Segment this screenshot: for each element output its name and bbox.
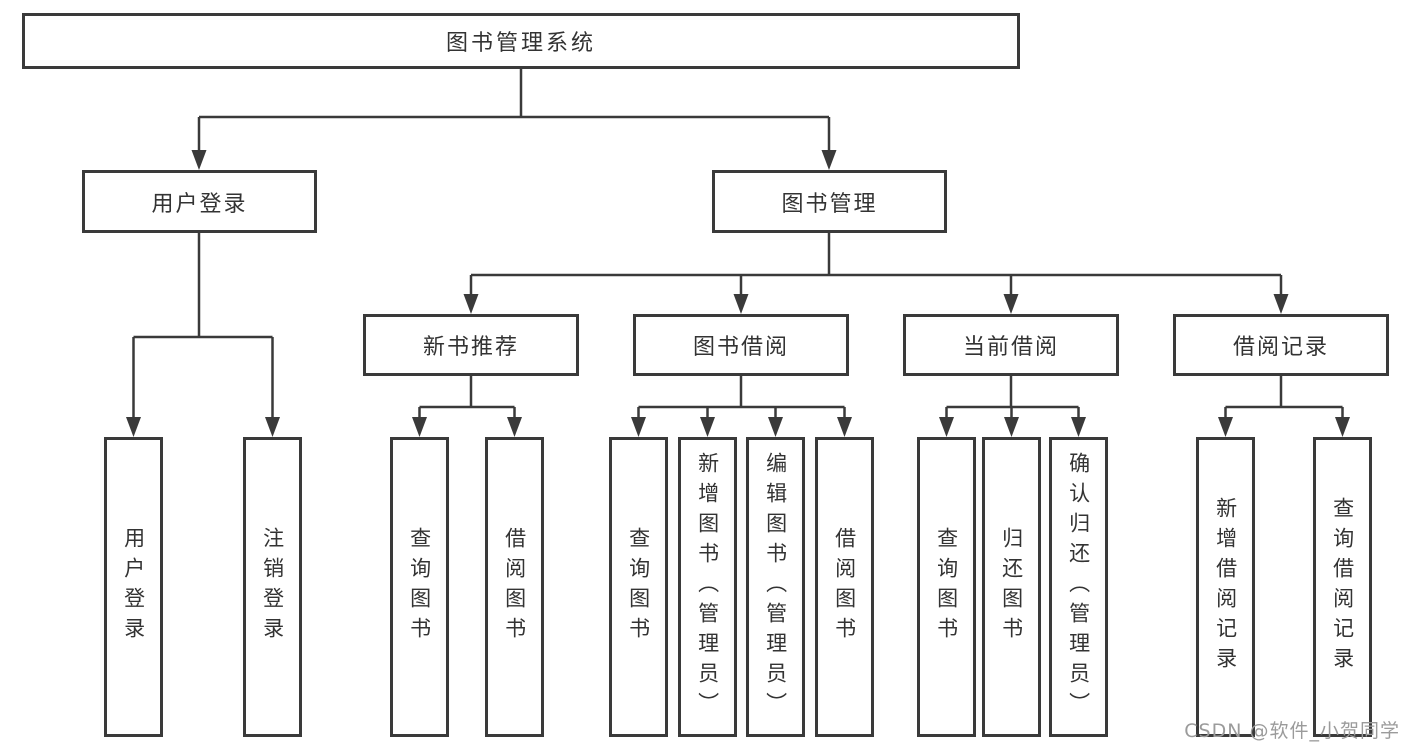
leaf-recommend-borrow-books-label: 借阅图书 [502,527,527,647]
arrow-down-icon [1273,294,1289,314]
leaf-confirm-return-admin-label: 确认归还（管理员） [1066,452,1091,722]
leaf-borrow-books-label: 借阅图书 [832,527,857,647]
node-root: 图书管理系统 [22,13,1020,69]
leaf-query-borrow-record-label: 查询借阅记录 [1330,497,1355,677]
node-user-login: 用户登录 [82,170,317,233]
arrow-down-icon [1003,294,1019,314]
arrow-down-icon [126,417,141,437]
leaf-recommend-borrow-books: 借阅图书 [485,437,544,737]
leaf-add-books-admin-label: 新增图书（管理员） [695,452,720,722]
edge-userlogin-to-leaves [132,233,274,419]
leaf-add-borrow-record: 新增借阅记录 [1196,437,1255,737]
node-book-management: 图书管理 [712,170,947,233]
leaf-return-books: 归还图书 [982,437,1041,737]
leaf-borrow-query-books-label: 查询图书 [626,527,651,647]
arrow-down-icon [1218,417,1233,437]
node-user-login-label: 用户登录 [151,191,248,217]
arrow-down-icon [1004,417,1019,437]
leaf-logout-label: 注销登录 [260,527,285,647]
node-borrow-records-label: 借阅记录 [1232,335,1329,360]
node-borrow-records: 借阅记录 [1173,314,1389,376]
leaf-borrow-books: 借阅图书 [815,437,874,737]
leaf-logout: 注销登录 [243,437,302,737]
arrow-down-icon [412,417,427,437]
node-new-book-recommend: 新书推荐 [363,314,579,376]
arrow-down-icon [507,417,522,437]
node-new-book-recommend-label: 新书推荐 [422,335,519,360]
arrow-down-icon [768,417,783,437]
node-current-borrow-label: 当前借阅 [962,335,1059,360]
arrow-down-icon [463,294,479,314]
node-book-borrow-label: 图书借阅 [692,335,789,360]
edge-newbookrec-to-leaves [418,376,516,419]
edge-bookmgmt-to-level3 [469,233,1283,296]
leaf-current-query-books: 查询图书 [917,437,976,737]
leaf-recommend-query-books-label: 查询图书 [407,527,432,647]
edge-borrowrecords-to-leaves [1224,376,1344,419]
leaf-current-query-books-label: 查询图书 [934,527,959,647]
node-current-borrow: 当前借阅 [903,314,1119,376]
arrow-down-icon [265,417,280,437]
watermark: CSDN @软件_小贺同学 [1184,720,1400,742]
node-book-borrow: 图书借阅 [633,314,849,376]
leaf-edit-books-admin: 编辑图书（管理员） [746,437,805,737]
node-root-label: 图书管理系统 [445,31,596,56]
arrow-down-icon [837,417,852,437]
leaf-return-books-label: 归还图书 [999,527,1024,647]
edge-bookborrow-to-leaves [637,376,846,419]
arrow-down-icon [733,294,749,314]
leaf-borrow-query-books: 查询图书 [609,437,668,737]
arrow-down-icon [939,417,954,437]
arrow-down-icon [1335,417,1350,437]
arrow-down-icon [1071,417,1086,437]
arrow-down-icon [631,417,646,437]
leaf-edit-books-admin-label: 编辑图书（管理员） [763,452,788,722]
leaf-add-borrow-record-label: 新增借阅记录 [1213,497,1238,677]
edge-root-to-level2 [197,69,831,152]
node-book-management-label: 图书管理 [781,191,878,217]
arrow-down-icon [821,150,837,170]
edge-currentborrow-to-leaves [945,376,1080,419]
leaf-add-books-admin: 新增图书（管理员） [678,437,737,737]
leaf-query-borrow-record: 查询借阅记录 [1313,437,1372,737]
arrow-down-icon [191,150,207,170]
arrow-down-icon [700,417,715,437]
leaf-user-login-label: 用户登录 [121,527,146,647]
arrowheads [126,150,1350,437]
leaf-user-login: 用户登录 [104,437,163,737]
leaf-confirm-return-admin: 确认归还（管理员） [1049,437,1108,737]
leaf-recommend-query-books: 查询图书 [390,437,449,737]
